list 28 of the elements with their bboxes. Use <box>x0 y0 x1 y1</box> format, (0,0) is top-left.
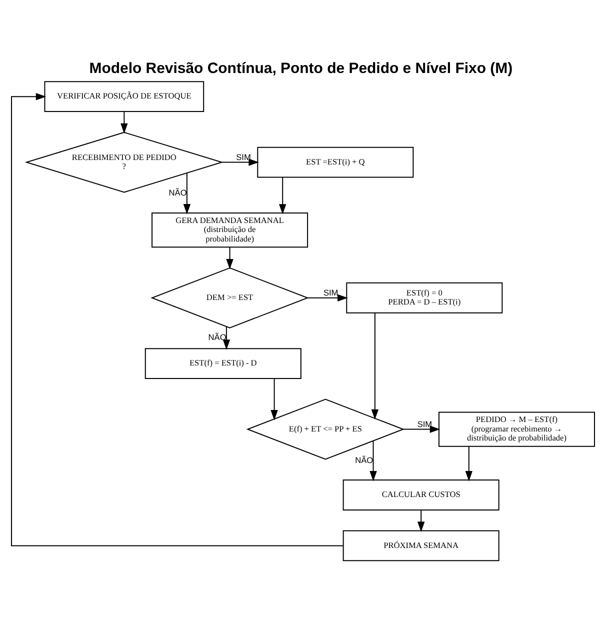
node-box: EST(f) = 0 PERDA = D – EST(i) <box>346 282 503 314</box>
arrow <box>278 176 286 214</box>
arrow <box>370 440 377 482</box>
edge-label: NÃO <box>208 332 226 342</box>
edge-label: SIM <box>323 287 338 298</box>
arrow <box>226 246 234 270</box>
node-box: EST(f) = EST(i) - D <box>144 348 302 380</box>
arrow <box>183 172 191 214</box>
arrow <box>11 92 344 546</box>
arrow <box>417 510 425 532</box>
arrow <box>402 426 440 433</box>
edge-label: SIM <box>417 418 432 429</box>
node-box: VERIFICAR POSIÇÃO DE ESTOQUE <box>44 81 204 112</box>
arrow <box>222 158 259 166</box>
node-box: CALCULAR CUSTOS <box>342 480 500 510</box>
edge-label: SIM <box>236 152 251 162</box>
arrow <box>120 111 128 134</box>
diagram-title: Modelo Revisão Contínua, Ponto de Pedido e Nível Fixo (M) <box>89 60 513 77</box>
node-box: EST =EST(i) + Q <box>257 146 414 178</box>
arrow <box>465 446 473 482</box>
node-box: GERA DEMANDA SEMANAL (distribuição de probabilidade) <box>152 212 308 248</box>
node-box: PEDIDO → M – EST(f) (programar recebimento → distribuição de probabilidade) <box>438 412 595 447</box>
arrow <box>222 326 230 350</box>
node-box: PRÓXIMA SEMANA <box>342 530 500 562</box>
arrow <box>270 378 278 420</box>
arrow <box>307 294 348 302</box>
arrow <box>371 312 379 420</box>
node-diamond: DEM >= EST <box>150 267 309 328</box>
